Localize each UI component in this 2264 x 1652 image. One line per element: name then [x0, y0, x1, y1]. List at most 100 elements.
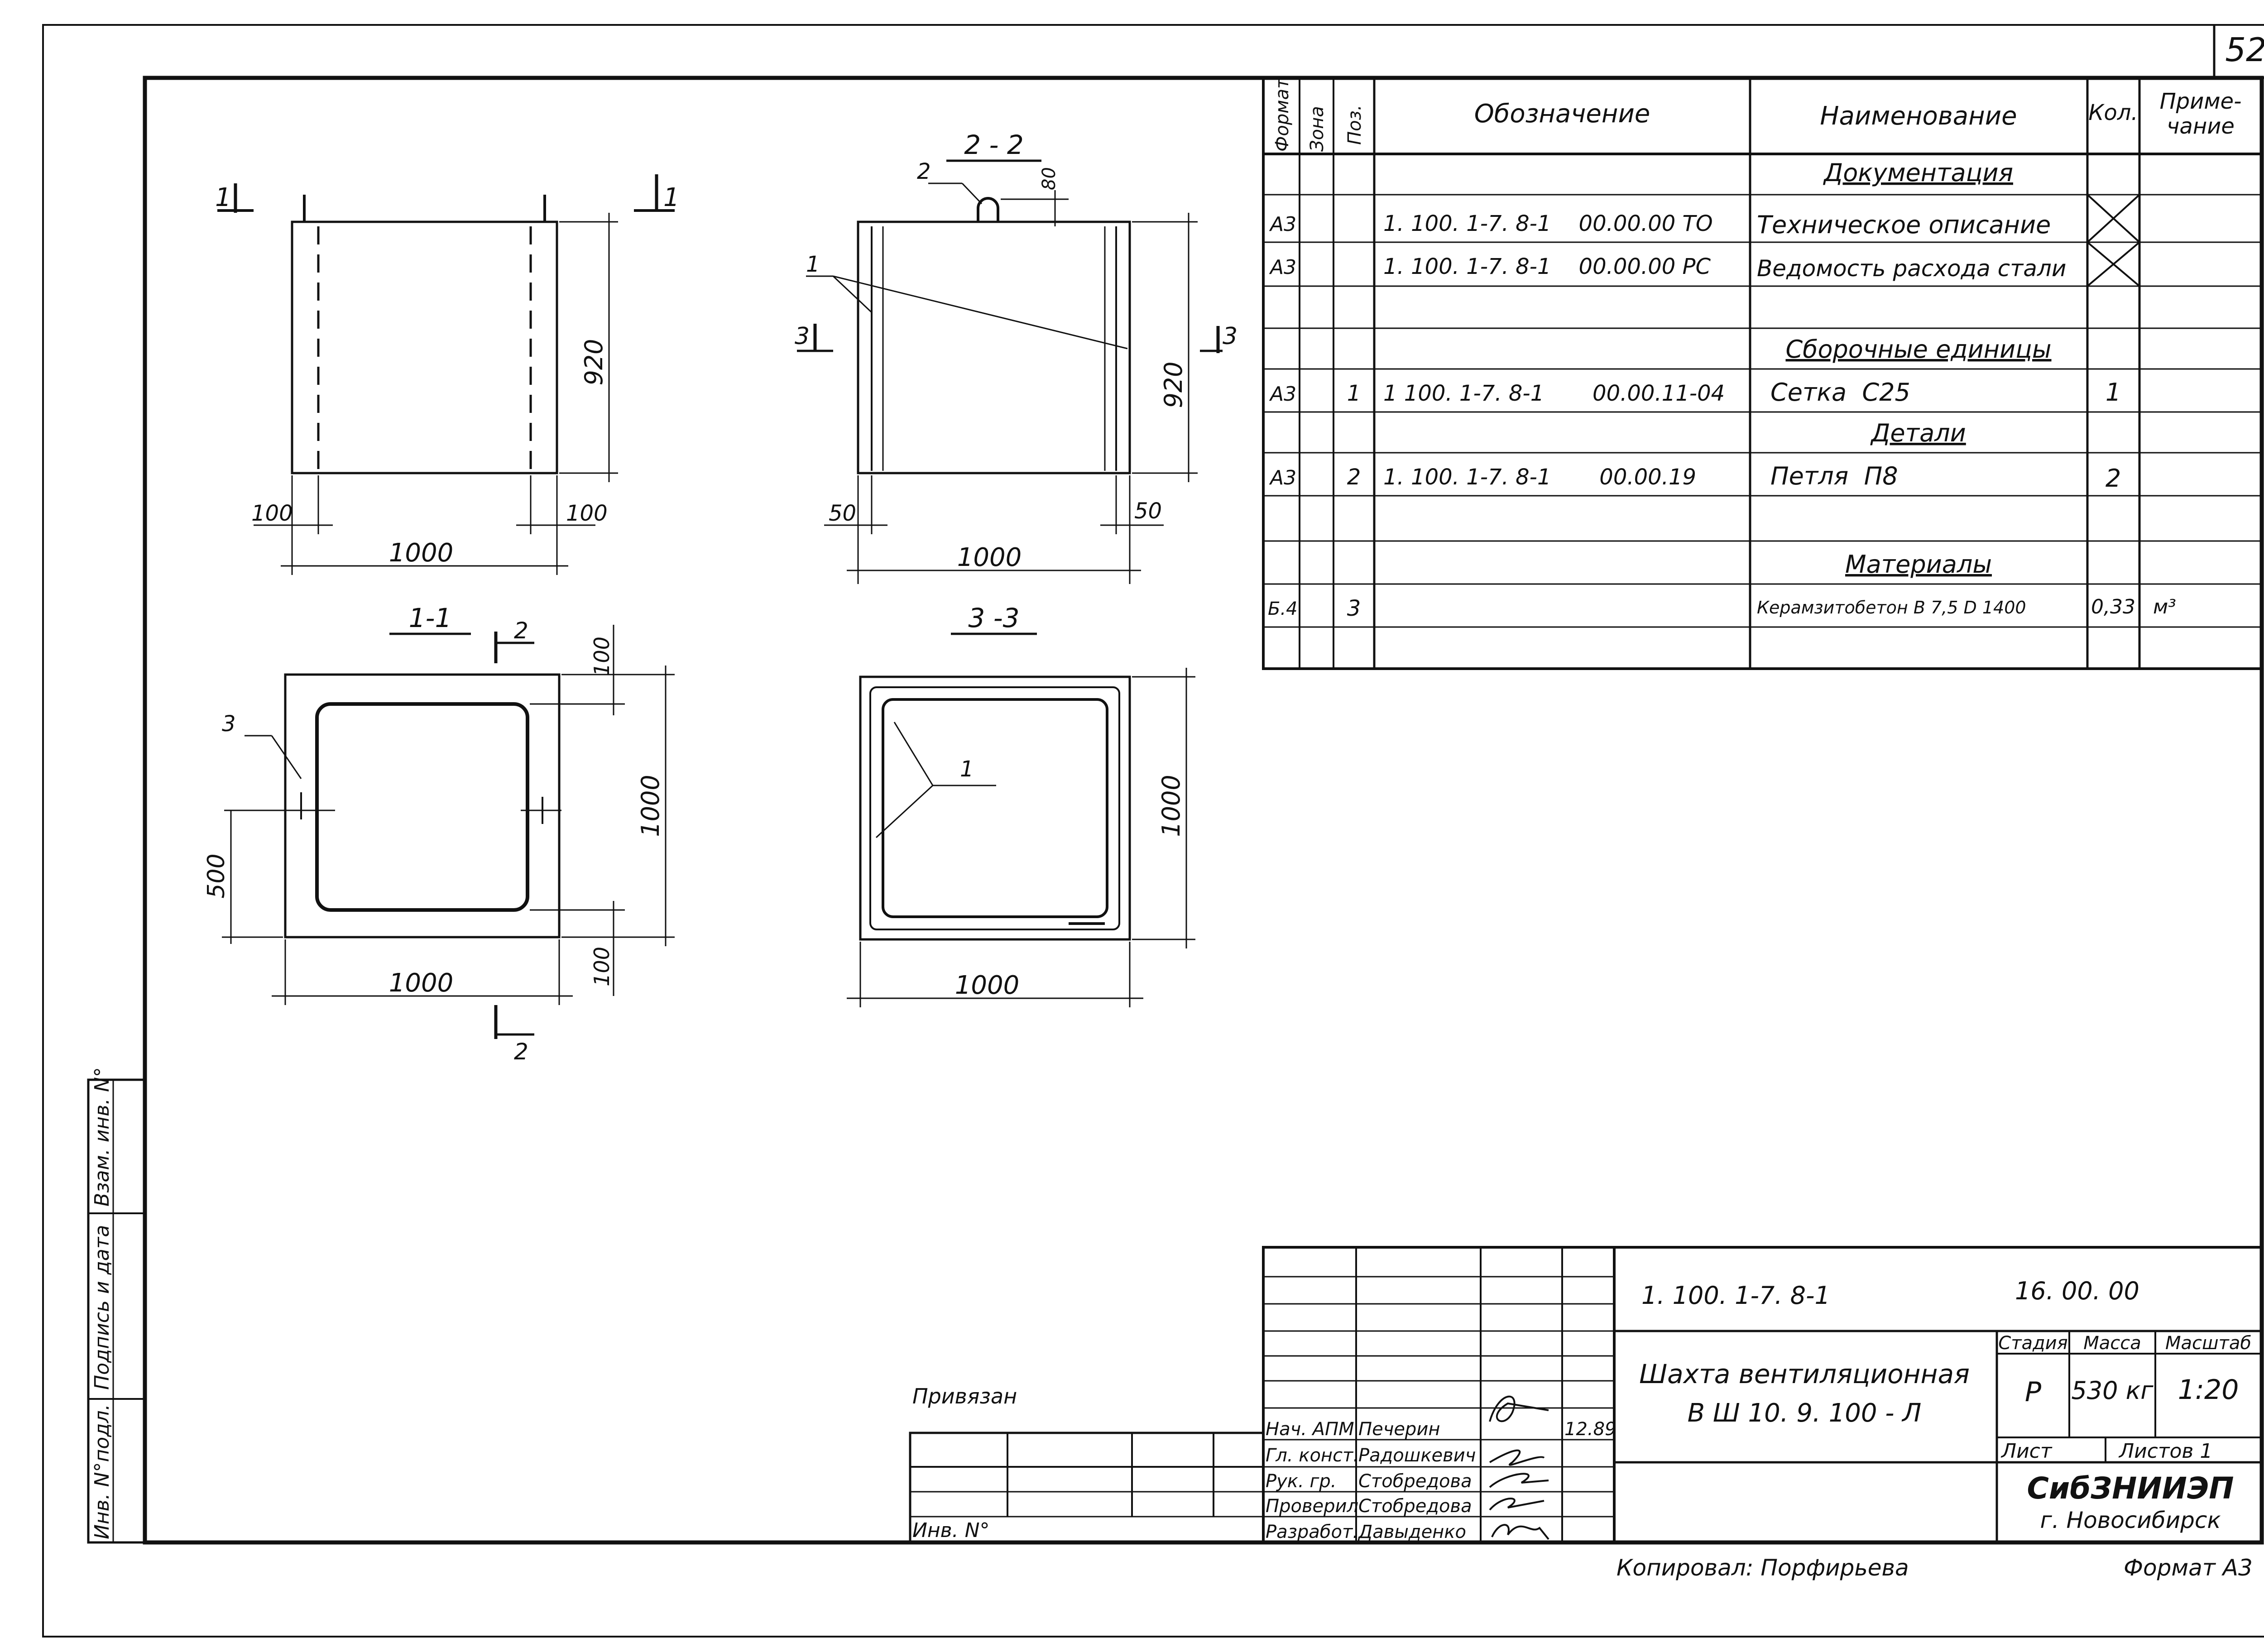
row-name: Ведомость расхода стали — [1757, 255, 2066, 282]
svg-text:1: 1 — [806, 252, 820, 277]
dim-50-right: 50 — [1134, 498, 1162, 524]
row-pos: 3 — [1347, 596, 1361, 621]
dim-1000-height: 1000 — [636, 775, 665, 837]
svg-text:2: 2 — [514, 1039, 528, 1065]
lifting-loop — [977, 197, 999, 222]
section-mark-right: 1 — [634, 174, 680, 212]
cut-mark-top: 2 — [494, 618, 534, 663]
person-1: Печерин — [1358, 1419, 1440, 1440]
role-3: Рук. гр. — [1266, 1471, 1337, 1492]
dim-500: 500 — [203, 853, 230, 898]
svg-text:3: 3 — [1223, 323, 1238, 350]
date: 12.89 — [1564, 1419, 1616, 1440]
header-note-1: Приме- — [2160, 89, 2242, 114]
person-2: Радошкевич — [1358, 1445, 1476, 1466]
view-section-3-3: 3 -3 1 1000 1000 — [847, 603, 1195, 1007]
dim-920: 920 — [580, 339, 608, 385]
side-label-replace: Взам. инв. N° — [91, 1067, 114, 1207]
signatures — [1489, 1395, 1549, 1540]
row-pos: 2 — [1347, 464, 1361, 490]
row-designation: 1. 100. 1-7. 8-1 00.00.00 ТО — [1383, 211, 1713, 236]
mass-label: Масса — [2083, 1333, 2141, 1354]
header-designation: Обозначение — [1474, 99, 1650, 129]
section-details: Детали — [1870, 419, 1966, 447]
mass-value: 530 кг — [2071, 1376, 2154, 1405]
svg-text:1: 1 — [960, 757, 974, 782]
doc-code: 1. 100. 1-7. 8-1 — [1641, 1281, 1830, 1310]
dim-100-right: 100 — [566, 501, 608, 526]
svg-text:2: 2 — [514, 618, 528, 644]
sheet-number: 52 — [2225, 31, 2264, 69]
row-pos: 1 — [1347, 381, 1361, 406]
section-assembly-units: Сборочные единицы — [1785, 335, 2051, 364]
row-designation: 1 100. 1-7. 8-1 00.00.11-04 — [1383, 381, 1725, 406]
title-name-1: Шахта вентиляционная — [1639, 1359, 1970, 1389]
sheet-number-box: 52 — [2213, 25, 2264, 79]
sheets-label: Листов 1 — [2118, 1440, 2212, 1463]
view-front: 1 1 920 100 100 1000 — [215, 174, 680, 575]
row-note: м³ — [2153, 595, 2176, 618]
row-designation: 1. 100. 1-7. 8-1 00.00.19 — [1383, 464, 1696, 490]
role-2: Гл. конст. — [1266, 1445, 1359, 1466]
header-zone: Зона — [1307, 106, 1328, 152]
header-name: Наименование — [1820, 101, 2017, 131]
svg-text:3: 3 — [795, 323, 810, 350]
role-4: Проверил — [1266, 1496, 1358, 1517]
row-name: Петля П8 — [1770, 462, 1898, 490]
row-qty: 1 — [2106, 378, 2121, 407]
inner-frame — [143, 76, 2264, 1545]
dim-1000-height: 1000 — [1157, 775, 1185, 837]
svg-text:80: 80 — [1039, 167, 1060, 190]
dim-1000-width: 1000 — [955, 971, 1020, 1000]
row-qty: 0,33 — [2091, 595, 2135, 618]
row-name: Керамзитобетон В 7,5 D 1400 — [1757, 598, 2026, 618]
spec-row-lines — [1263, 194, 2262, 628]
crossed-cells — [2087, 194, 2140, 287]
person-3: Стобредова — [1358, 1471, 1472, 1492]
section-mark-left: 1 — [215, 183, 254, 213]
doc-code-2: 16. 00. 00 — [2015, 1277, 2139, 1305]
view-title: 2 - 2 — [964, 129, 1024, 160]
left-margin-stamp: Инв. N°подл. Подпись и дата Взам. инв. N… — [87, 1067, 146, 1544]
header-format: Формат — [1272, 77, 1293, 152]
title-block: Привязан Инв. N° Нач. АПМ Гл. конст. Рук… — [909, 1246, 2263, 1544]
section-mark-3-left: 3 — [795, 323, 833, 352]
role-1: Нач. АПМ — [1266, 1419, 1354, 1440]
side-label-inv: Инв. N°подл. — [91, 1404, 114, 1539]
row-format: А3 — [1269, 213, 1296, 236]
header-note-2: чание — [2167, 114, 2235, 139]
org-city: г. Новосибирск — [2040, 1507, 2221, 1533]
format-label: Формат А3 — [2124, 1555, 2253, 1581]
header-pos: Поз. — [1344, 105, 1365, 145]
sheet-label: Лист — [2000, 1440, 2053, 1463]
title-name-2: В Ш 10. 9. 100 - Л — [1688, 1398, 1922, 1428]
row-format: А3 — [1269, 256, 1296, 279]
person-4: Стобредова — [1358, 1496, 1472, 1517]
row-name: Сетка С25 — [1770, 378, 1910, 407]
person-5: Давыденко — [1357, 1522, 1466, 1542]
dim-50-left: 50 — [829, 501, 856, 526]
role-5: Разработ. — [1266, 1522, 1358, 1542]
section-documentation: Документация — [1823, 158, 2013, 187]
stage-value: Р — [2025, 1376, 2042, 1408]
scale-label: Масштаб — [2165, 1333, 2251, 1354]
side-label-signature: Подпись и дата — [91, 1225, 114, 1390]
row-designation: 1. 100. 1-7. 8-1 00.00.00 РС — [1383, 254, 1711, 279]
dim-100-top: 100 — [590, 637, 614, 676]
svg-text:2: 2 — [917, 159, 931, 184]
svg-text:1: 1 — [215, 183, 231, 212]
scale-value: 1:20 — [2178, 1374, 2239, 1406]
svg-text:1: 1 — [663, 183, 680, 212]
dim-1000-width: 1000 — [389, 968, 454, 998]
view-title: 1-1 — [409, 603, 452, 633]
section-mark-3-right: 3 — [1200, 323, 1238, 353]
org-name: СибЗНИИЭП — [2027, 1471, 2234, 1506]
row-format: А3 — [1269, 383, 1296, 406]
bound-label: Привязан — [912, 1384, 1017, 1408]
dim-100-bottom: 100 — [590, 947, 614, 986]
view-title: 3 -3 — [968, 603, 1019, 633]
row-name: Техническое описание — [1757, 211, 2051, 239]
view-section-2-2: 2 - 2 2 80 1 3 3 920 — [795, 129, 1238, 584]
view-section-1-1: 1-1 2 3 500 100 1000 100 1 — [203, 603, 675, 1065]
